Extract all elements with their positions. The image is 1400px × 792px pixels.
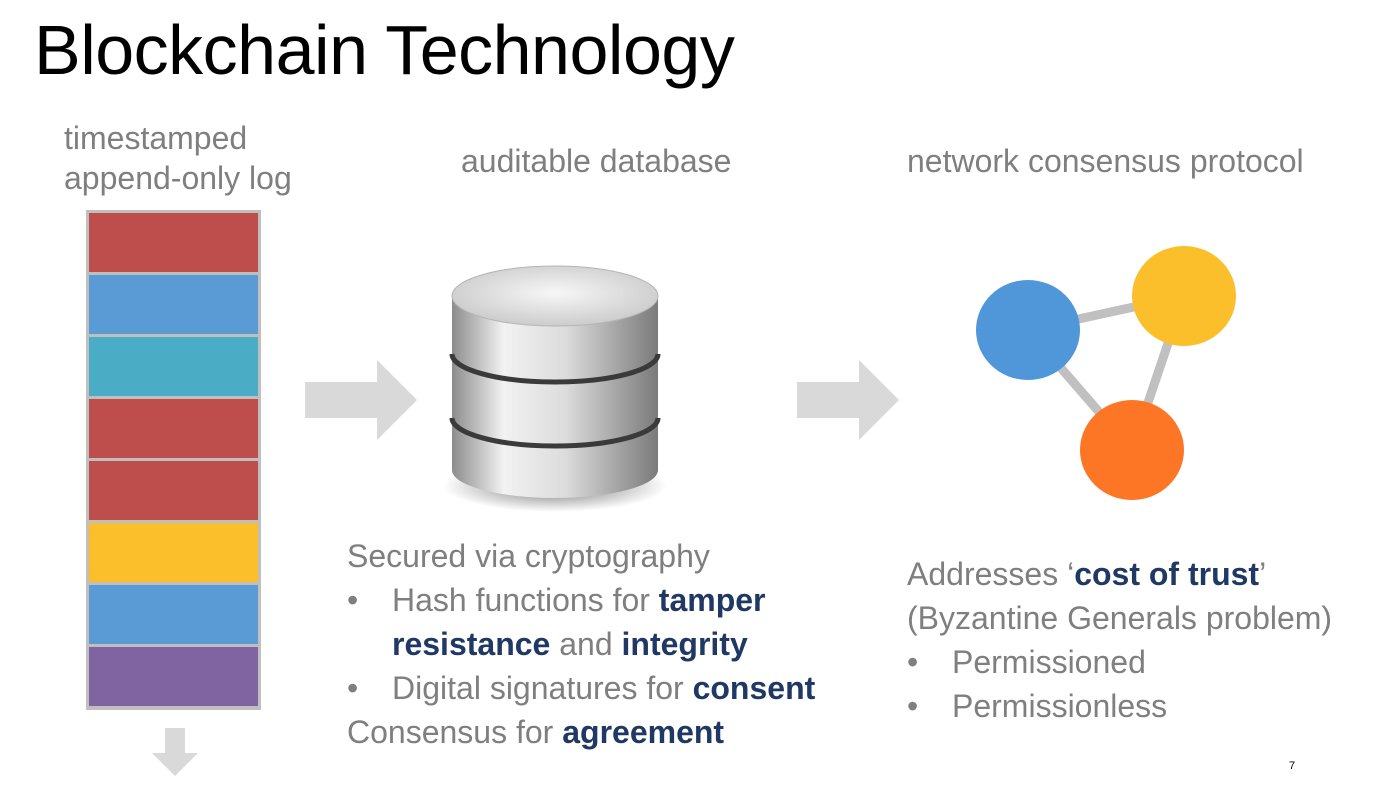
and-text: and [550,626,622,662]
network-nodes-icon [976,246,1236,500]
signature-bullet: • Digital signatures for consent [347,666,815,710]
log-block [89,461,258,520]
closing-quote: ’ [1259,556,1267,592]
bullet-mark: • [907,644,919,680]
append-only-log [86,210,261,710]
hash-bullet-continued: resistance and integrity [347,622,815,666]
arrow-right-icon [797,360,899,440]
cost-of-trust-emphasis: cost of trust [1074,556,1260,592]
yellow-node [1132,246,1236,346]
trust-intro: Addresses ‘cost of trust’ [907,552,1332,596]
log-block [89,647,258,706]
security-text: Secured via cryptography • Hash function… [347,534,815,754]
log-block [89,585,258,644]
consensus-line: Consensus for agreement [347,710,815,754]
log-block [89,399,258,458]
log-heading-line2: append-only log [64,160,292,196]
log-block [89,275,258,334]
bullet-mark: • [347,670,359,706]
log-block [89,523,258,582]
log-block [89,213,258,272]
log-heading: timestamped append-only log [64,118,292,198]
byzantine-line: (Byzantine Generals problem) [907,600,1333,636]
consent-emphasis: consent [692,670,816,706]
resistance-emphasis: resistance [392,626,551,662]
security-intro: Secured via cryptography [347,538,710,574]
database-heading: auditable database [461,143,732,179]
orange-node [1080,400,1184,500]
tamper-emphasis: tamper [658,582,766,618]
bullet-mark: • [347,582,359,618]
permissionless-bullet: • Permissionless [907,684,1332,728]
addresses-text: Addresses ‘ [907,556,1075,592]
permissionless-text: Permissionless [952,688,1168,724]
permissioned-text: Permissioned [952,644,1146,680]
permissioned-bullet: • Permissioned [907,640,1332,684]
agreement-emphasis: agreement [562,714,725,750]
hash-bullet: • Hash functions for tamper [347,578,815,622]
consensus-text: Consensus for [347,714,563,750]
signature-text: Digital signatures for [392,670,693,706]
arrow-right-icon [305,360,417,440]
log-block [89,337,258,396]
network-heading: network consensus protocol [907,143,1304,179]
blue-node [976,280,1080,380]
integrity-emphasis: integrity [621,626,748,662]
database-icon [443,265,667,512]
trust-text: Addresses ‘cost of trust’ (Byzantine Gen… [907,552,1332,728]
log-heading-line1: timestamped [64,120,248,156]
hash-text: Hash functions for [392,582,659,618]
arrow-down-icon [152,728,198,776]
slide-title: Blockchain Technology [34,11,735,89]
bullet-mark: • [907,688,919,724]
page-number: 7 [1289,760,1296,772]
